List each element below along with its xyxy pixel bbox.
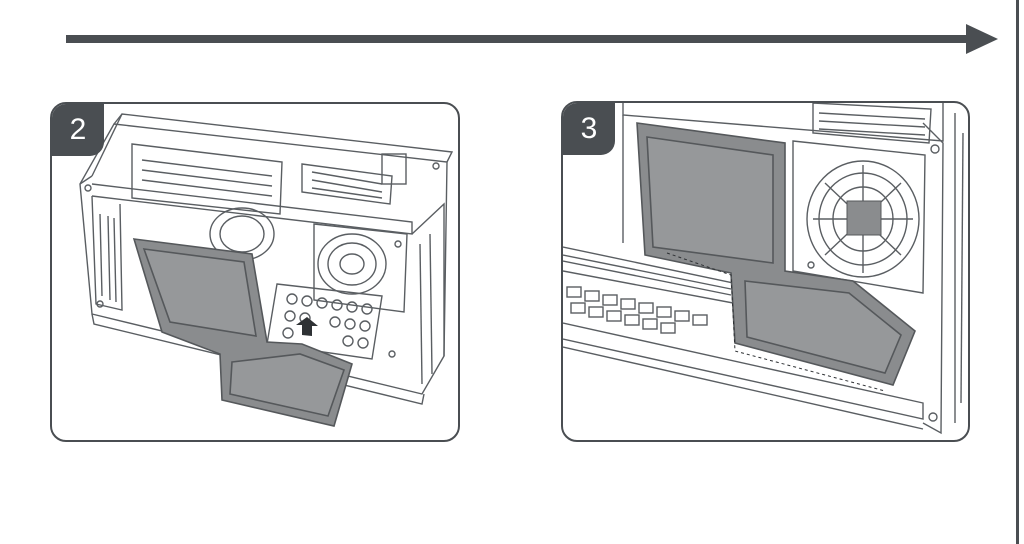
air-shroud [636, 122, 916, 386]
arrow-head [966, 24, 998, 54]
step-2-panel: 2 [50, 102, 460, 442]
case-frame [563, 103, 964, 435]
step-3-illustration [563, 103, 964, 435]
step-3-panel: 3 [561, 101, 970, 442]
right-edge-bar [1016, 0, 1019, 544]
case-frame [79, 113, 454, 405]
air-shroud [132, 238, 353, 427]
progress-arrow [66, 24, 998, 54]
psu-fan [806, 160, 920, 278]
case-top-rail [113, 113, 454, 163]
step-number-badge: 3 [563, 103, 615, 155]
psu-logo [846, 200, 882, 236]
step-2-illustration [79, 113, 454, 427]
psu-fan [317, 233, 387, 295]
insert-direction-arrow [296, 317, 318, 336]
step-number-badge: 2 [52, 104, 104, 156]
